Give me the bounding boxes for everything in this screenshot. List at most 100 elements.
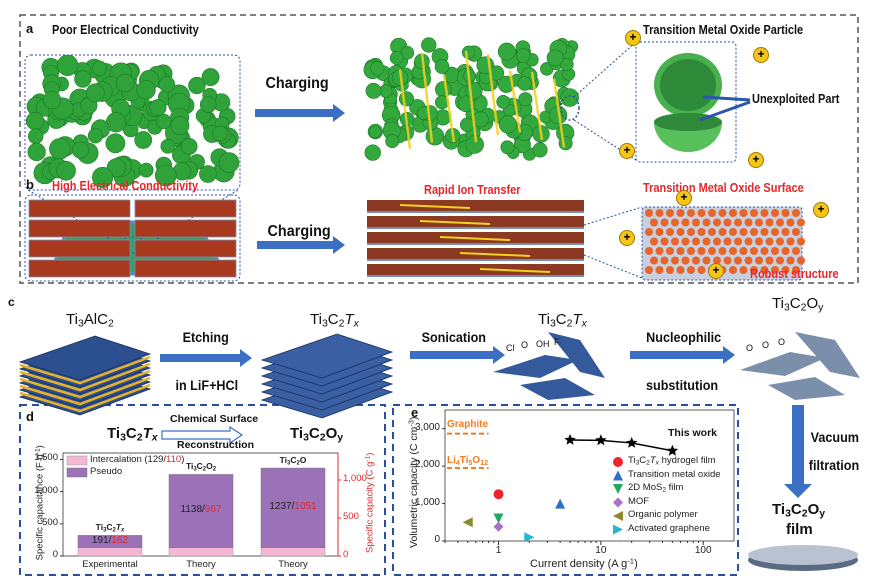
oxide-atom (655, 266, 664, 274)
green-particle (188, 76, 206, 95)
al-layer (19, 355, 151, 385)
ion-path-arrow (442, 74, 456, 143)
bar-intercalation (77, 547, 143, 557)
oxide-atom (765, 256, 774, 265)
this-work-label: This work (668, 427, 718, 439)
bar-pseudo (168, 474, 234, 548)
ion-path-arrow (479, 268, 551, 273)
legend-marker (613, 524, 623, 535)
green-particle (389, 51, 404, 65)
green-particle (180, 137, 198, 155)
green-particle (199, 96, 217, 113)
e-xtick-label: 100 (694, 545, 712, 556)
oxide-atom (750, 247, 758, 255)
green-particle (398, 91, 414, 107)
oxide-atom (687, 266, 695, 274)
green-particle (91, 60, 108, 76)
filtration-label: filtration (808, 457, 860, 473)
e-ytick-label: 3,000 (414, 421, 440, 433)
panel-a-charging-label: Charging (265, 75, 329, 92)
oxide-atom (781, 209, 790, 217)
oxide-atom (792, 209, 800, 217)
mxene-block (134, 239, 237, 258)
oxide-atom (760, 209, 769, 217)
green-particle (71, 141, 89, 159)
panel-ab-frame (19, 14, 859, 284)
legend-entry: Ti3C2Tx hydrogel film (628, 455, 716, 467)
oxide-atom (750, 266, 758, 274)
panel-d-frame (19, 404, 386, 576)
oxide-atom (776, 218, 784, 227)
e-ytick-label: 2,000 (414, 459, 440, 471)
zoom-line (573, 41, 637, 98)
oxide-atom (729, 247, 737, 255)
unexploited-part-label: Unexploited Part (752, 92, 840, 106)
ion-path-arrow (508, 70, 522, 133)
oxide-atom (650, 218, 658, 227)
ion-path-arrow (398, 69, 412, 149)
lto-label: Li4Ti5O12 (447, 455, 488, 467)
ion-icon: + (753, 47, 769, 63)
oxide-atom (660, 256, 669, 265)
oxide-atom (718, 247, 727, 255)
e-plot-frame (444, 409, 735, 542)
oxide-atom (666, 228, 674, 236)
green-particle (460, 117, 475, 132)
zoom-line (583, 206, 643, 226)
oxide-atom (660, 218, 669, 227)
panel-a-title: Poor Electrical Conductivity (52, 23, 199, 37)
oxide-atom (755, 237, 763, 246)
d-ytick-label: 0 (52, 549, 58, 560)
oxide-atom (692, 237, 700, 246)
ion-icon: + (619, 143, 635, 159)
robust-structure-label: Robust structure (750, 267, 839, 281)
oxide-atom (718, 228, 727, 236)
oxide-atom (771, 209, 779, 217)
particle-core (660, 59, 716, 111)
group-o: O (521, 340, 529, 350)
green-particle (170, 116, 190, 136)
green-particle (56, 161, 76, 181)
oxide-atom (739, 247, 748, 255)
green-particle (370, 61, 385, 76)
green-particle (138, 162, 154, 178)
bar-pseudo (260, 467, 326, 548)
oxide-group-o: O (762, 340, 770, 350)
d-ytick-label: 1,500 (34, 452, 58, 464)
green-particle (500, 140, 515, 155)
oxide-atom (708, 247, 716, 255)
d-y2tick-label: 1,000 (343, 472, 367, 484)
nucleophilic-label: Nucleophilic (646, 329, 722, 345)
mxene-block (28, 239, 131, 258)
oxide-atom (765, 237, 774, 246)
particle-title: Transition Metal Oxide Particle (643, 23, 804, 37)
charging-arrow-a (255, 104, 345, 122)
stage-ti3alc2: Ti3AlC2 (66, 311, 114, 330)
oxide-atom (681, 237, 690, 246)
legend-entry: Activated graphene (628, 522, 710, 534)
oxide-atom (692, 256, 700, 265)
al-layer (19, 362, 151, 392)
panel-e-label: e (411, 405, 419, 420)
e-ylabel: Volumetric capacity (C cm-3) (406, 416, 420, 548)
oxide-atom (786, 256, 795, 265)
green-particle (498, 115, 518, 134)
e-xlabel: Current density (A g-1) (530, 556, 638, 570)
bar-intercalation (168, 547, 234, 557)
green-particle (518, 92, 533, 107)
graphite-label: Graphite (447, 419, 489, 430)
green-particle (497, 42, 516, 61)
oxide-atom (739, 228, 748, 236)
green-particle (558, 136, 573, 151)
data-point-diamond (493, 521, 504, 532)
oxide-atom (739, 266, 748, 274)
this-work-point (595, 434, 607, 446)
green-particle (28, 128, 44, 144)
d-y2tick-label: 0 (343, 549, 349, 560)
flake (493, 355, 578, 378)
reconstruction-arrow (161, 425, 244, 445)
nucleophilic-arrow (630, 346, 735, 364)
bar-value-annotation: 1237/1051 (269, 500, 317, 512)
ion-icon: + (625, 30, 641, 46)
oxide-atom (687, 228, 695, 236)
